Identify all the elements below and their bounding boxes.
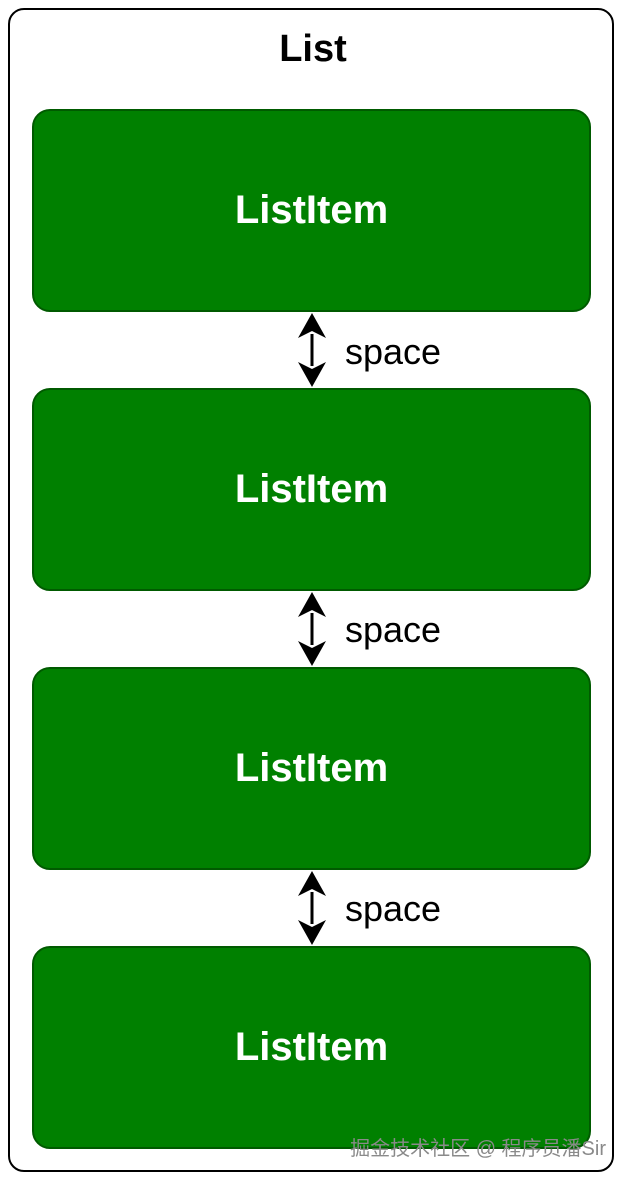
list-item: ListItem bbox=[32, 946, 591, 1149]
space-label: space bbox=[345, 609, 442, 650]
list-item-label: ListItem bbox=[234, 746, 389, 790]
list-item: ListItem bbox=[32, 388, 591, 591]
list-title: List bbox=[279, 28, 347, 70]
list-item: ListItem bbox=[32, 109, 591, 312]
list-item-label: ListItem bbox=[234, 467, 389, 511]
list-item-label: ListItem bbox=[234, 1025, 389, 1069]
list-item: ListItem bbox=[32, 667, 591, 870]
list-item-label: ListItem bbox=[234, 188, 389, 232]
space-label: space bbox=[345, 888, 442, 929]
space-label: space bbox=[345, 331, 442, 372]
watermark: 掘金技术社区 @ 程序员潘Sir bbox=[350, 1138, 606, 1160]
